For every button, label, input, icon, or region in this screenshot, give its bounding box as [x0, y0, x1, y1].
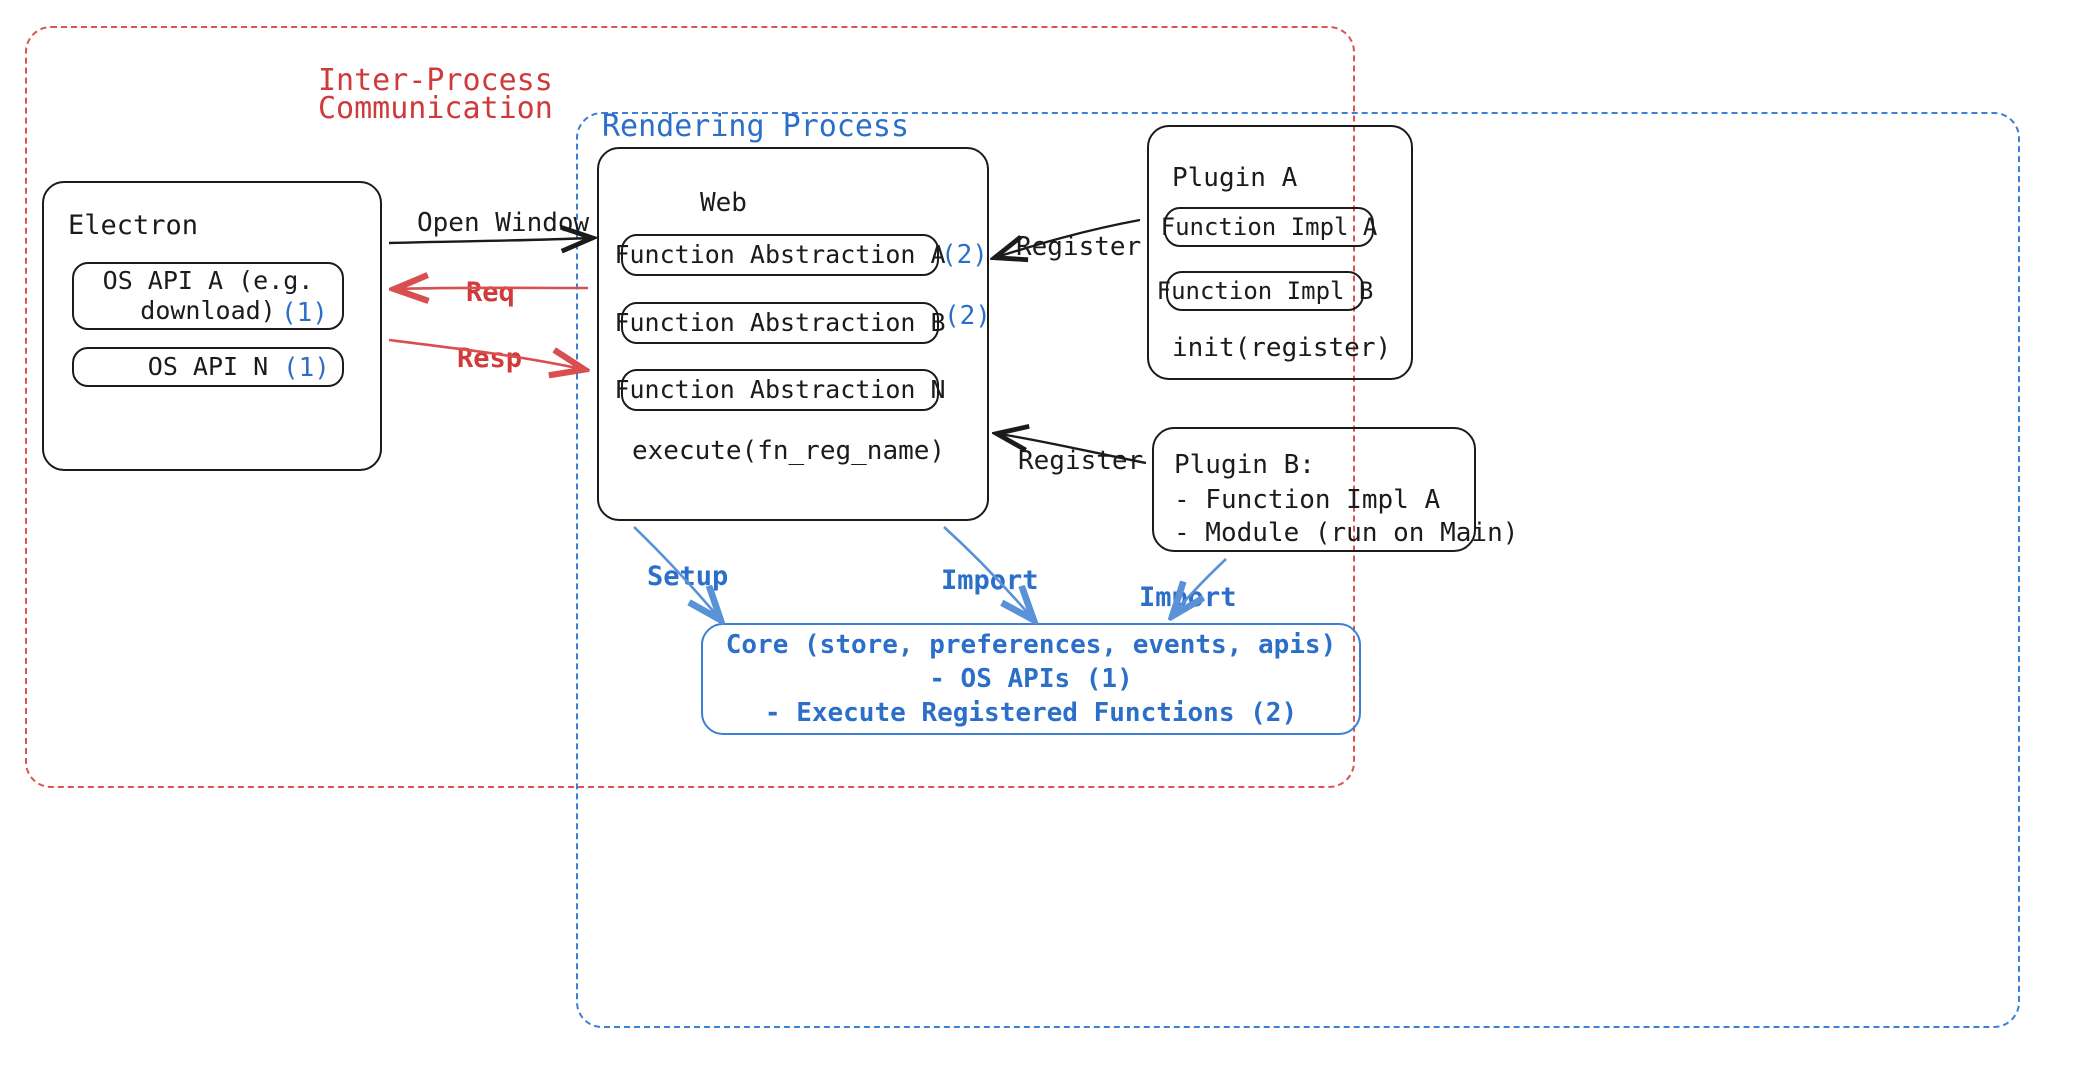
- core-line-3: - Execute Registered Functions (2): [764, 698, 1298, 729]
- os-api-n-label: OS API N: [147, 352, 269, 381]
- os-api-a-tag: (1): [281, 298, 328, 328]
- os-api-a-pill[interactable]: OS API A (e.g. download): [72, 262, 344, 330]
- plugin-b-line-1: - Function Impl A: [1174, 485, 1441, 515]
- rendering-process-label: Rendering Process: [602, 109, 910, 144]
- function-abstraction-a-tag: (2): [941, 240, 988, 270]
- req-label: Req: [466, 277, 515, 308]
- core-line-1: Core (store, preferences, events, apis): [725, 629, 1337, 660]
- plugin-b-box: [1152, 427, 1476, 552]
- function-abstraction-b-pill[interactable]: Function Abstraction B: [614, 302, 946, 344]
- function-abstraction-b-label: Function Abstraction B: [614, 308, 946, 337]
- os-api-n-tag: (1): [283, 353, 330, 383]
- plugin-b-line-2: - Module (run on Main): [1174, 518, 1519, 548]
- ipc-label-line1: Inter-Process: [318, 63, 553, 98]
- os-api-a-label: OS API A (e.g. download): [102, 266, 314, 325]
- plugin-a-title: Plugin A: [1172, 163, 1298, 193]
- plugin-b-title: Plugin B:: [1174, 450, 1315, 480]
- import-web-label: Import: [941, 565, 1039, 596]
- import-plugin-label: Import: [1139, 582, 1237, 613]
- ipc-boundary: [25, 26, 1355, 788]
- electron-title: Electron: [68, 210, 199, 241]
- plugin-a-function-impl-b-label: Function Impl B: [1156, 276, 1374, 305]
- web-execute-label: execute(fn_reg_name): [632, 436, 946, 466]
- plugin-a-function-impl-b-pill[interactable]: Function Impl B: [1157, 271, 1373, 311]
- register-plugin-b-label: Register: [1018, 446, 1144, 476]
- register-plugin-a-label: Register: [1016, 232, 1142, 262]
- web-box: [597, 147, 989, 521]
- plugin-a-box: [1147, 125, 1413, 380]
- core-line-2: - OS APIs (1): [929, 663, 1133, 694]
- rendering-process-boundary: [576, 112, 2020, 1028]
- function-abstraction-a-label: Function Abstraction A: [614, 240, 946, 269]
- resp-label: Resp: [457, 343, 523, 374]
- open-window-label: Open Window: [417, 208, 590, 238]
- web-title: Web: [700, 188, 747, 218]
- plugin-a-function-impl-a-pill[interactable]: Function Impl A: [1161, 207, 1377, 247]
- ipc-label-line2: Communication: [318, 91, 553, 126]
- os-api-n-pill[interactable]: OS API N: [72, 347, 344, 387]
- function-abstraction-a-pill[interactable]: Function Abstraction A: [614, 234, 946, 276]
- plugin-a-function-impl-a-label: Function Impl A: [1160, 212, 1378, 241]
- core-box: Core (store, preferences, events, apis) …: [701, 623, 1361, 735]
- plugin-a-init-label: init(register): [1172, 333, 1392, 363]
- function-abstraction-b-tag: (2): [944, 301, 991, 331]
- setup-label: Setup: [647, 561, 729, 592]
- function-abstraction-n-pill[interactable]: Function Abstraction N: [614, 369, 946, 411]
- electron-box: [42, 181, 382, 471]
- function-abstraction-n-label: Function Abstraction N: [614, 375, 946, 404]
